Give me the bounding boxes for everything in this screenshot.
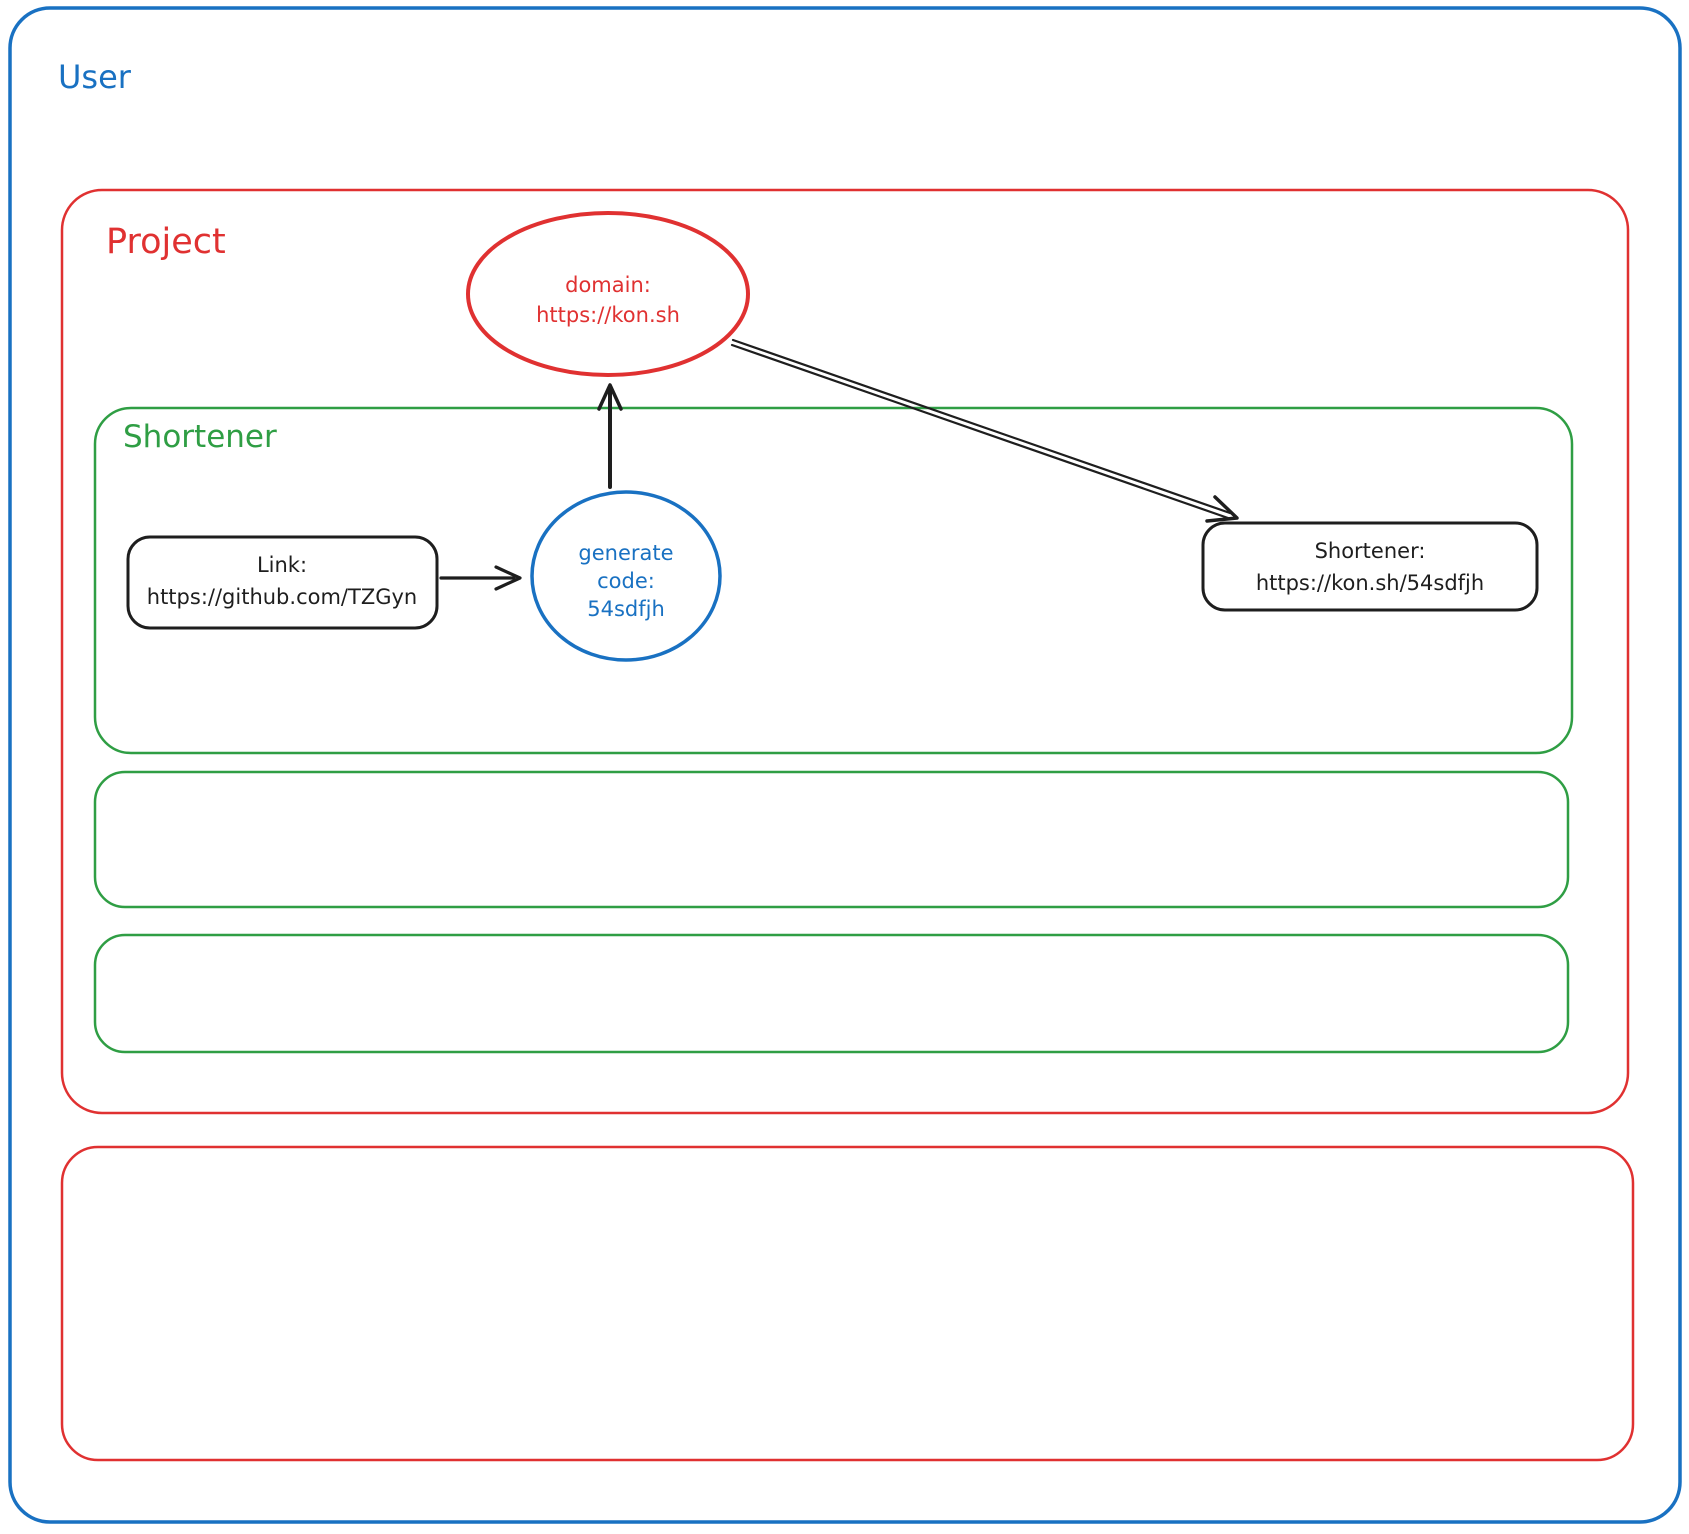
arrow-head — [1205, 495, 1239, 523]
arrow-link-to-generate-code — [439, 565, 522, 591]
empty-red-container-box — [60, 1145, 1635, 1462]
domain-node: domain: https://kon.sh — [466, 211, 750, 377]
project-container-box — [60, 188, 1630, 1115]
arrow-generate-code-to-domain — [597, 383, 623, 489]
user-container-label: User — [58, 58, 132, 96]
shortener-result-label-line2: https://kon.sh/54sdfjh — [1256, 571, 1484, 595]
shortener-result-node: Shortener: https://kon.sh/54sdfjh — [1201, 521, 1539, 612]
empty-green-box-2 — [93, 933, 1570, 1054]
generate-code-label-line3: 54sdfjh — [587, 597, 665, 621]
arrow-head — [494, 565, 522, 591]
generate-code-label-line2: code: — [597, 569, 655, 593]
shortener-container-label: Shortener — [123, 419, 277, 455]
link-node: Link: https://github.com/TZGyn — [126, 535, 439, 630]
generate-code-circle — [530, 490, 722, 662]
link-box — [126, 535, 439, 630]
arrow-domain-to-shortener-result — [730, 338, 1239, 523]
project-container-label: Project — [106, 222, 226, 262]
domain-label-line2: https://kon.sh — [536, 303, 680, 327]
generate-code-label-line1: generate — [578, 541, 673, 565]
domain-ellipse — [466, 211, 750, 377]
shortener-result-label-line1: Shortener: — [1315, 539, 1426, 563]
empty-green-box-1 — [93, 770, 1570, 909]
arrow-shaft-lower — [730, 343, 1230, 520]
link-label-line1: Link: — [257, 553, 307, 577]
generate-code-node: generate code: 54sdfjh — [530, 490, 722, 662]
shortener-container-box — [93, 406, 1574, 755]
arrow-head — [597, 383, 623, 411]
arrow-shaft-upper — [731, 338, 1232, 515]
domain-label-line1: domain: — [565, 273, 651, 297]
user-container-box — [8, 6, 1682, 1524]
link-label-line2: https://github.com/TZGyn — [147, 585, 417, 609]
shortener-result-box — [1201, 521, 1539, 612]
